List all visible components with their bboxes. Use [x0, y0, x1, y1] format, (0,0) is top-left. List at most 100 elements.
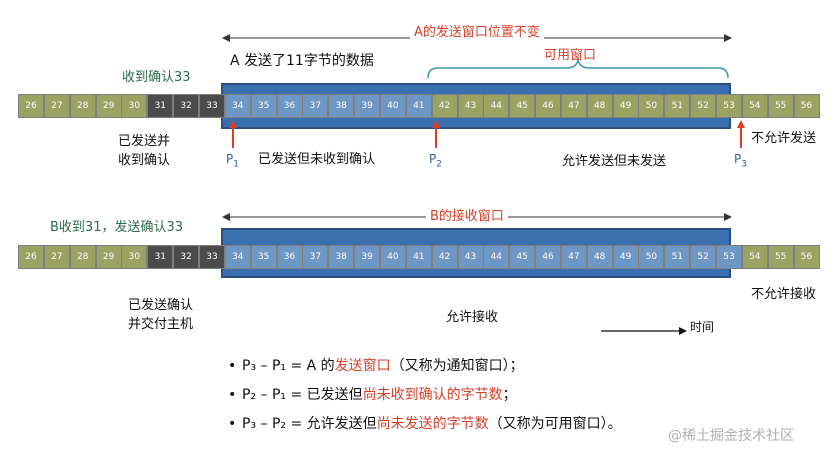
- seq-cell: 55: [767, 245, 794, 269]
- seq-cell: 42: [431, 94, 458, 118]
- bullet-1: • P₃ – P₁ = A 的发送窗口（又称为通知窗口）；: [228, 355, 524, 375]
- seq-cell: 41: [405, 94, 432, 118]
- sent-ack-delivered-label: 已发送确认 并交付主机: [128, 298, 194, 332]
- seq-cell: 46: [535, 245, 561, 269]
- seq-cell: 34: [224, 94, 251, 118]
- seq-cell: 41: [405, 245, 432, 269]
- seq-cell: 46: [535, 94, 561, 118]
- seq-cell: 49: [612, 94, 639, 118]
- seq-cell: 28: [69, 94, 96, 118]
- seq-cell: 44: [483, 245, 510, 269]
- seq-cell: 52: [690, 245, 717, 269]
- up-arrow-icon: [229, 120, 237, 148]
- time-label: 时间: [690, 320, 715, 334]
- seq-cell: 40: [379, 94, 406, 118]
- seq-cell: 52: [690, 94, 717, 118]
- seq-cell: 35: [250, 94, 277, 118]
- seq-cell: 48: [586, 245, 613, 269]
- seq-cell: 48: [586, 94, 613, 118]
- seq-cell: 45: [509, 245, 536, 269]
- seq-cell: 42: [431, 245, 458, 269]
- seq-cell: 35: [250, 245, 277, 269]
- seq-cell: 39: [354, 245, 381, 269]
- p3-label: P3: [734, 152, 747, 170]
- seq-cell: 31: [147, 94, 174, 118]
- seq-cell: 32: [173, 94, 200, 118]
- seq-cell: 31: [147, 245, 174, 269]
- seq-cell: 39: [354, 94, 381, 118]
- usable-window-label: 可用窗口: [544, 48, 597, 63]
- usable-window-brace: [426, 56, 730, 80]
- bottom-title: B收到31，发送确认33: [50, 220, 184, 235]
- seq-cell: 37: [302, 94, 329, 118]
- seq-cell: 27: [43, 245, 70, 269]
- seq-cell: 51: [664, 94, 691, 118]
- time-arrow: [601, 321, 687, 340]
- p2-arrow: [431, 120, 441, 154]
- up-arrow-icon: [432, 120, 440, 148]
- ack-received-label: 收到确认33: [122, 70, 191, 85]
- seq-cell: 29: [95, 94, 122, 118]
- seq-cell: 50: [638, 245, 665, 269]
- seq-cell: 27: [43, 94, 70, 118]
- sent-bytes-label: A 发送了11字节的数据: [230, 53, 374, 69]
- seq-cell: 55: [767, 94, 794, 118]
- seq-cell: 51: [664, 245, 691, 269]
- bullet-dot: •: [228, 358, 237, 374]
- seq-cell: 34: [224, 245, 251, 269]
- seq-cell: 26: [18, 245, 44, 269]
- p3-arrow: [736, 120, 746, 154]
- seq-cell: 36: [276, 94, 303, 118]
- seq-cell: 29: [95, 245, 122, 269]
- allowed-receive-label: 允许接收: [446, 310, 499, 325]
- seq-cell: 47: [560, 245, 587, 269]
- seq-cell: 40: [379, 245, 406, 269]
- seq-cell: 43: [457, 245, 484, 269]
- seq-cell: 53: [716, 245, 742, 269]
- not-allowed-receive-label: 不允许接收: [751, 287, 817, 302]
- bullet-lhs: P₃ – P₁ = A 的: [242, 358, 335, 374]
- brace-icon: [427, 57, 729, 79]
- seq-cell: 32: [173, 245, 200, 269]
- bullet-2: • P₂ – P₁ = 已发送但尚未收到确认的字节数；: [228, 384, 517, 404]
- p2-label: P2: [429, 152, 442, 170]
- bullet-highlight: 尚未发送的字节数: [376, 416, 489, 432]
- right-arrow-icon: [601, 327, 687, 335]
- seq-cell: 54: [741, 94, 768, 118]
- bullet-rest: （又称为可用窗口）。: [488, 416, 622, 432]
- seq-cell: 47: [560, 94, 587, 118]
- bottom-window-title: B的接收窗口: [426, 205, 508, 224]
- seq-cell: 53: [716, 94, 742, 118]
- p1-arrow: [228, 120, 238, 154]
- seq-cell: 33: [199, 245, 225, 269]
- bullet-lhs: P₂ – P₁ = 已发送但: [242, 387, 363, 403]
- seq-cell: 33: [199, 94, 225, 118]
- seq-cell: 37: [302, 245, 329, 269]
- up-arrow-icon: [737, 120, 745, 148]
- seq-cell: 30: [121, 94, 148, 118]
- seq-cell: 26: [18, 94, 44, 118]
- p1-label: P1: [226, 152, 239, 170]
- bullet-lhs: P₃ – P₂ = 允许发送但: [242, 416, 377, 432]
- top-window-title: A的发送窗口位置不变: [410, 21, 544, 40]
- seq-cell: 30: [121, 245, 148, 269]
- seq-cell: 38: [328, 94, 355, 118]
- bullet-dot: •: [228, 387, 237, 403]
- bullet-3: • P₃ – P₂ = 允许发送但尚未发送的字节数（又称为可用窗口）。: [228, 413, 622, 433]
- bullet-highlight: 发送窗口: [334, 358, 391, 374]
- sent-not-acked-label: 已发送但未收到确认: [258, 152, 376, 167]
- seq-cell: 43: [457, 94, 484, 118]
- seq-cell: 44: [483, 94, 510, 118]
- bullet-rest: ；: [502, 387, 517, 403]
- seq-cell: 49: [612, 245, 639, 269]
- seq-cell: 56: [793, 94, 820, 118]
- seq-cell: 38: [328, 245, 355, 269]
- bullet-rest: （又称为通知窗口）；: [390, 358, 524, 374]
- bullet-highlight: 尚未收到确认的字节数: [362, 387, 503, 403]
- bullet-dot: •: [228, 416, 237, 432]
- seq-cell: 45: [509, 94, 536, 118]
- seq-cell: 50: [638, 94, 665, 118]
- watermark: @稀土掘金技术社区: [668, 428, 794, 444]
- seq-cell: 36: [276, 245, 303, 269]
- seq-cell: 56: [793, 245, 820, 269]
